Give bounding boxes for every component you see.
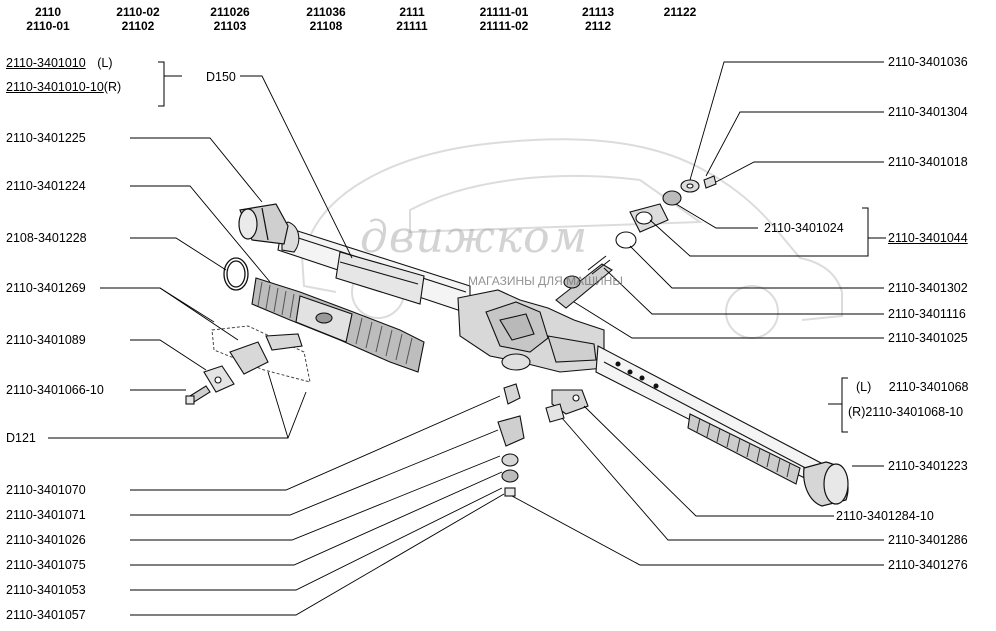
label-2110-3401044[interactable]: 2110-3401044: [888, 231, 968, 245]
watermark-logo: движком: [360, 212, 589, 263]
lock-plate: [203, 365, 235, 393]
label-2110-3401284-10[interactable]: 2110-3401284-10: [836, 509, 934, 523]
label-2110-3401066-10[interactable]: 2110-3401066-10: [6, 383, 104, 397]
rack-left-part[interactable]: 2110-3401068: [888, 380, 969, 394]
clip-parts: [545, 389, 589, 423]
label-2110-3401225[interactable]: 2110-3401225: [6, 131, 86, 145]
assembly-left-part[interactable]: 2110-3401010: [6, 56, 86, 70]
label-2110-3401026[interactable]: 2110-3401026: [6, 533, 86, 547]
clamp-ring: [223, 257, 249, 291]
rack-right-tag: (R): [848, 405, 866, 419]
assembly-right-suffix: (R): [103, 80, 122, 94]
assembly-right: 2110-3401010-10(R): [6, 80, 121, 94]
label-2110-3401071[interactable]: 2110-3401071: [6, 508, 86, 522]
label-2110-3401068[interactable]: (L) 2110-3401068: [856, 380, 968, 394]
assembly-right-part[interactable]: 2110-3401010-10: [6, 80, 104, 94]
label-2110-3401036[interactable]: 2110-3401036: [888, 55, 968, 69]
label-2110-3401024[interactable]: 2110-3401024: [764, 221, 844, 235]
bushing-3401225: [238, 203, 289, 245]
rack-left-tag: (L): [856, 380, 872, 394]
label-2110-3401269[interactable]: 2110-3401269: [6, 281, 86, 295]
rack-end-boot: [803, 461, 849, 507]
label-2110-3401025[interactable]: 2110-3401025: [888, 331, 968, 345]
label-d150[interactable]: D150: [206, 70, 236, 84]
steering-rack-housing: [277, 221, 843, 497]
bracket-3401044: [862, 207, 886, 257]
model-col-8: 21122: [663, 5, 697, 19]
label-2110-3401276[interactable]: 2110-3401276: [888, 558, 968, 572]
bolt: [185, 385, 211, 405]
mounting-bracket: [229, 333, 303, 375]
label-2110-3401302[interactable]: 2110-3401302: [888, 281, 968, 295]
rack-right-part[interactable]: 2110-3401068-10: [865, 405, 964, 419]
label-2110-3401057[interactable]: 2110-3401057: [6, 608, 86, 622]
pinion-shaft: [555, 255, 613, 309]
mounting-plate: [211, 325, 311, 383]
rack-teeth: [696, 417, 791, 478]
label-2108-3401228[interactable]: 2108-3401228: [6, 231, 87, 245]
assembly-bracket: [158, 61, 182, 107]
label-2110-3401304[interactable]: 2110-3401304: [888, 105, 968, 119]
label-d121[interactable]: D121: [6, 431, 36, 445]
label-2110-3401224[interactable]: 2110-3401224: [6, 179, 86, 193]
yoke-parts: [497, 383, 525, 497]
watermark-subtitle: МАГАЗИНЫ ДЛЯ МАШИНЫ: [468, 274, 623, 288]
label-2110-3401068-10[interactable]: (R)2110-3401068-10: [848, 405, 963, 419]
assembly-left-suffix: (L): [97, 56, 113, 70]
pinion-top-parts: [615, 175, 717, 249]
label-2110-3401075[interactable]: 2110-3401075: [6, 558, 86, 572]
bracket-3401068: [828, 377, 848, 433]
label-2110-3401286[interactable]: 2110-3401286: [888, 533, 968, 547]
bellows-center-sleeve: [295, 295, 353, 343]
label-2110-3401089[interactable]: 2110-3401089: [6, 333, 86, 347]
label-2110-3401070[interactable]: 2110-3401070: [6, 483, 86, 497]
assembly-left: 2110-3401010 (L): [6, 56, 112, 70]
label-2110-3401116[interactable]: 2110-3401116: [888, 307, 966, 321]
label-2110-3401223[interactable]: 2110-3401223: [888, 459, 968, 473]
label-2110-3401018[interactable]: 2110-3401018: [888, 155, 968, 169]
label-2110-3401053[interactable]: 2110-3401053: [6, 583, 86, 597]
leader-lines: [48, 61, 884, 616]
